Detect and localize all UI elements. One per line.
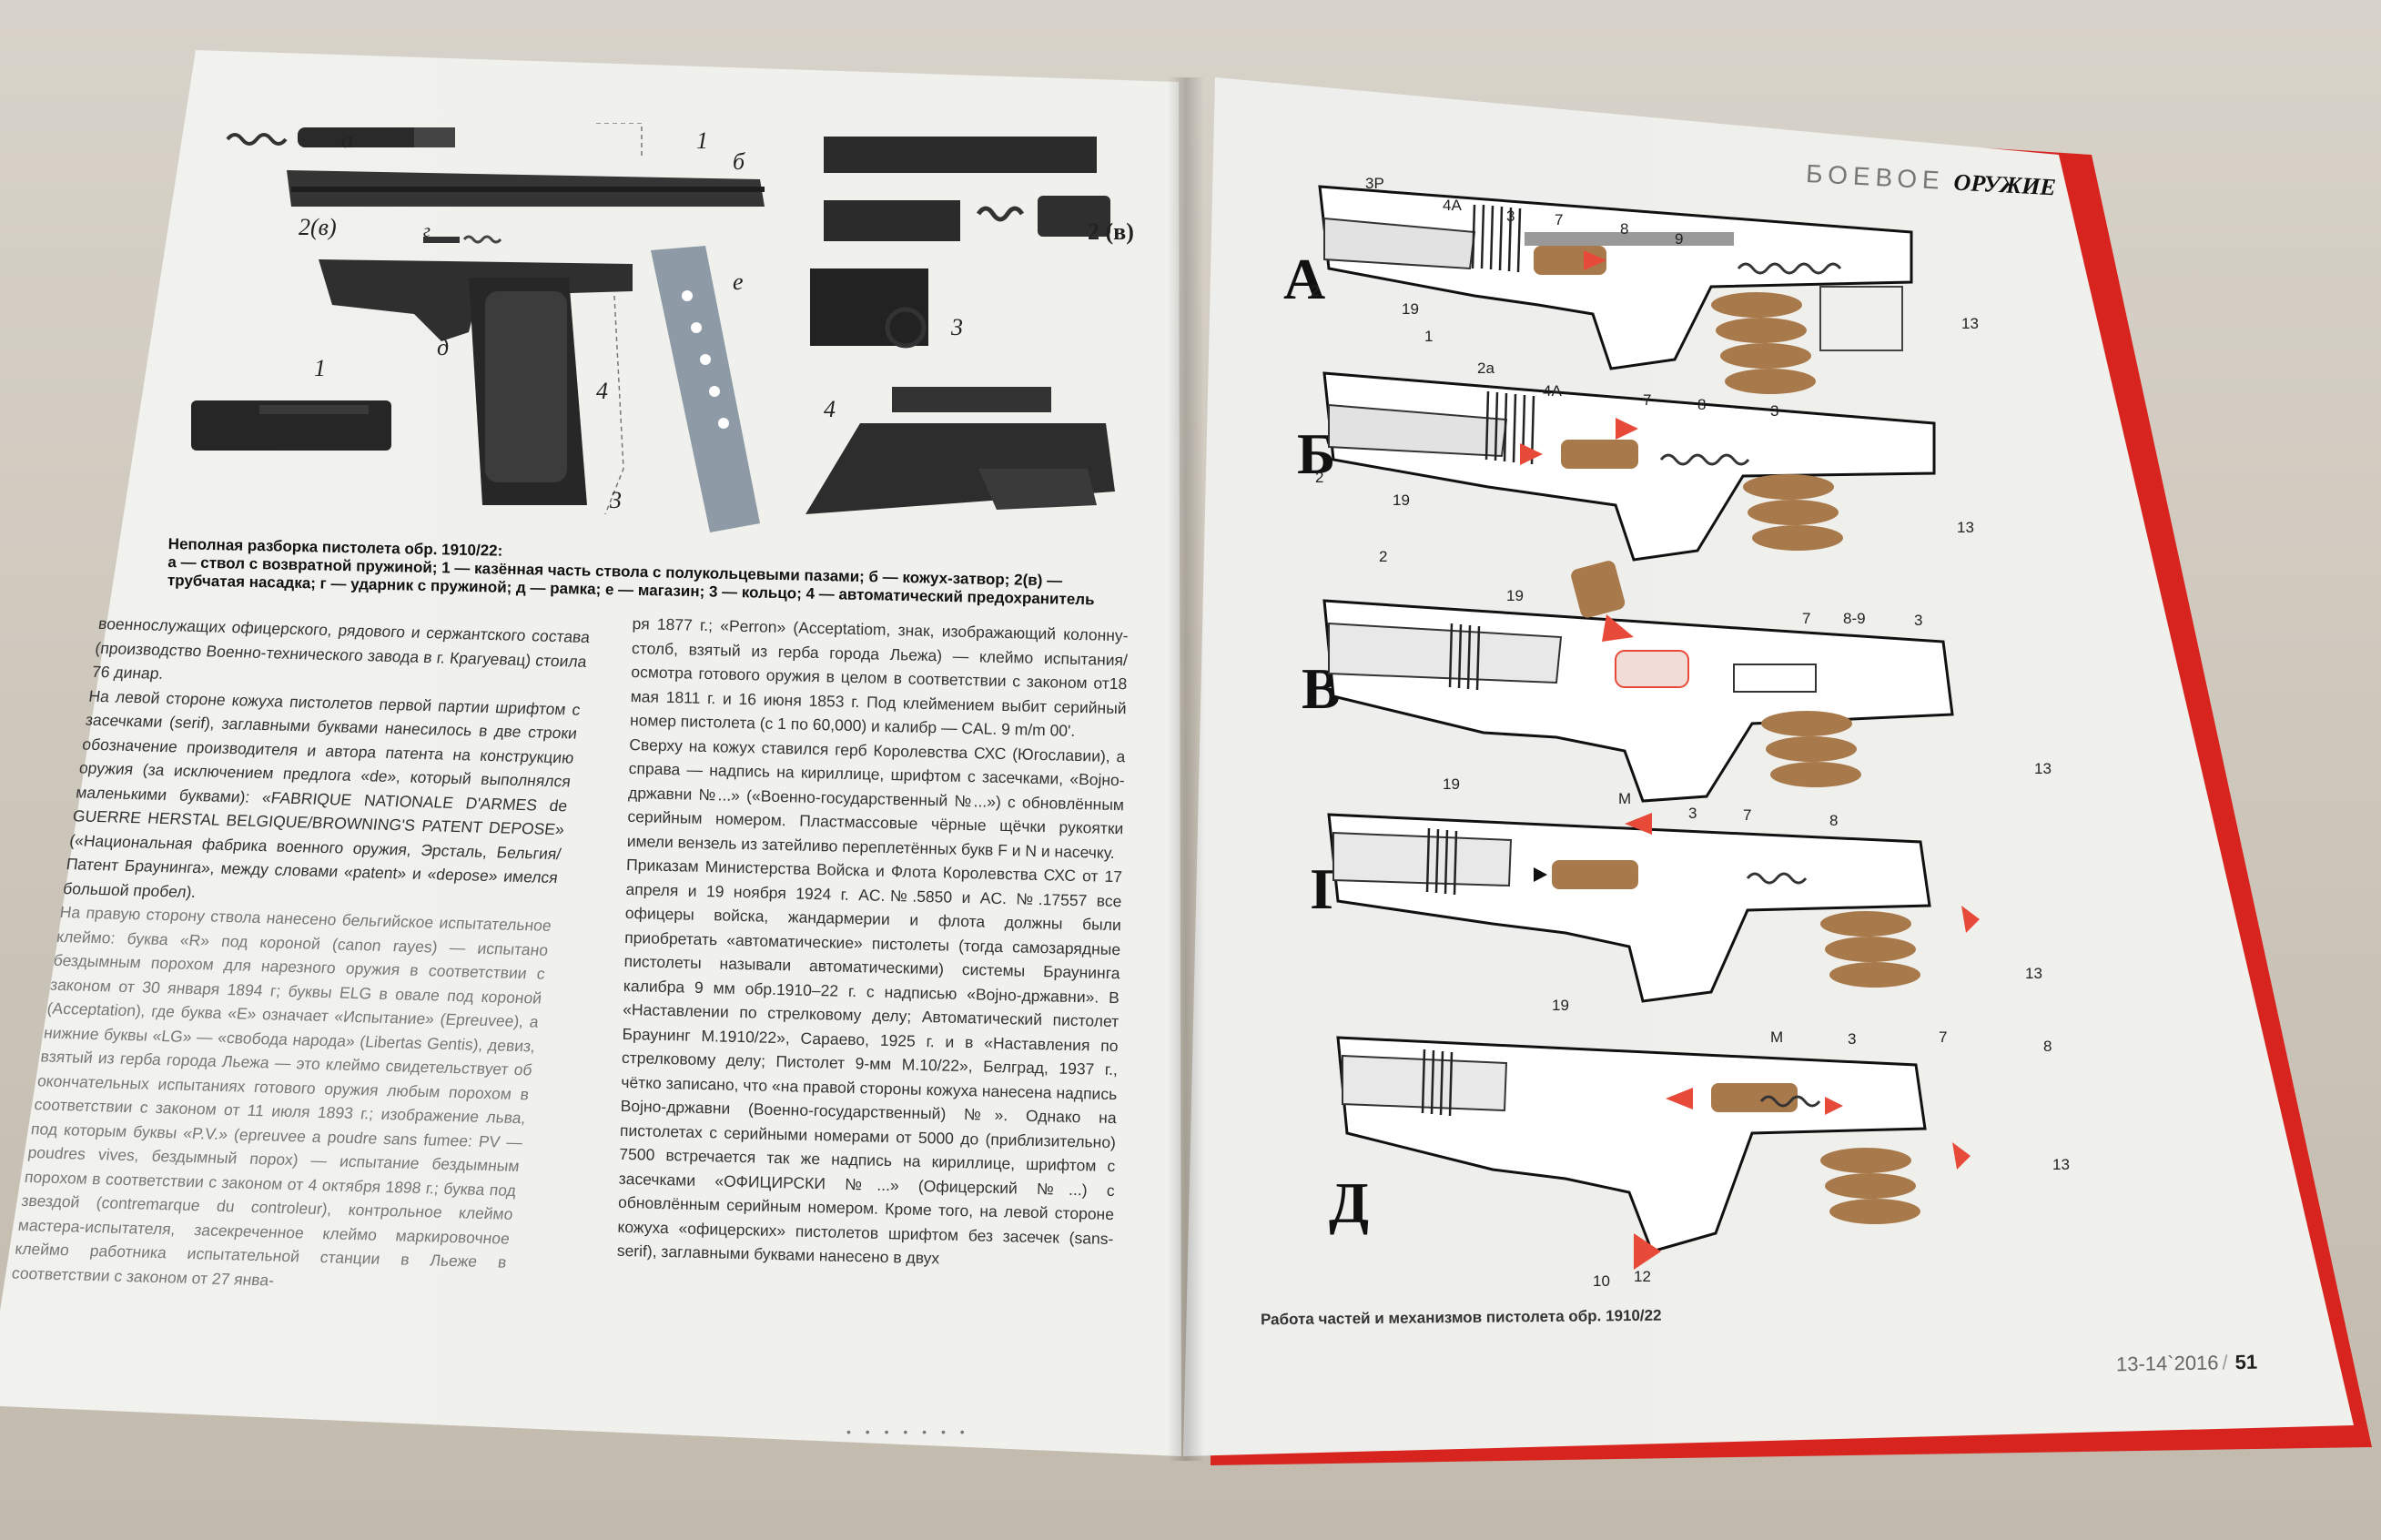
plate-label-e: е (733, 268, 744, 295)
svg-text:13: 13 (1957, 519, 1974, 536)
plate-label-4: 4 (596, 378, 608, 404)
column-1-paragraph: На правую сторону ствола нанесено бельги… (10, 902, 553, 1290)
gutter-shadow (1168, 77, 1204, 1461)
plate-label-a: а (341, 127, 353, 153)
column-2-paragraph: Сверху на кожух ставился герб Королевств… (626, 735, 1126, 862)
svg-text:12: 12 (1634, 1268, 1651, 1285)
svg-text:13: 13 (2052, 1156, 2070, 1173)
pistol-cutaway-v: 2 19 7 8-9 3 13 (1322, 548, 2052, 803)
svg-text:19: 19 (1393, 491, 1410, 509)
disassembly-photo (191, 123, 1115, 532)
issue-label: 13-14`2016 (2115, 1351, 2219, 1376)
svg-text:7: 7 (1802, 610, 1810, 627)
plate-label-d: д (437, 334, 450, 360)
svg-text:М: М (1618, 790, 1631, 807)
svg-text:10: 10 (1593, 1272, 1610, 1290)
svg-text:7: 7 (1643, 391, 1651, 409)
plate-label-g: г (423, 221, 431, 241)
svg-text:3: 3 (1506, 208, 1515, 225)
column-2-paragraph: ря 1877 г.; «Perron» (Acceptatiom, знак,… (629, 613, 1129, 740)
plate-label-1-bottom: 1 (314, 355, 326, 381)
plate-label-3-right: 3 (951, 314, 963, 340)
svg-text:4А: 4А (1443, 197, 1462, 214)
svg-text:7: 7 (1743, 806, 1751, 824)
diagram-letter-a: А (1283, 247, 1326, 311)
svg-text:8: 8 (1620, 220, 1628, 238)
page-footer-right: 13-14`2016/51 (2115, 1350, 2258, 1376)
pistol-cutaway-g: 19М 3 7 8 13 (1327, 775, 2042, 1003)
svg-text:4А: 4А (1543, 382, 1562, 400)
svg-text:9: 9 (1675, 230, 1683, 248)
svg-text:8: 8 (1829, 812, 1838, 829)
svg-text:13: 13 (1961, 315, 1979, 332)
text-column-1: военнослужащих офицерского, рядового и с… (10, 612, 592, 1299)
plate-label-2v: 2(в) (299, 214, 337, 240)
svg-text:19: 19 (1402, 300, 1419, 318)
gutter-dots: • • • • • • • (846, 1424, 970, 1439)
column-1-paragraph: На левой стороне кожуха пистолетов перво… (62, 686, 582, 901)
svg-text:8: 8 (1697, 396, 1706, 413)
svg-text:3Р: 3Р (1365, 175, 1384, 192)
svg-text:2: 2 (1379, 548, 1387, 565)
plate-label-4-right: 4 (824, 396, 836, 422)
svg-text:13: 13 (2034, 760, 2052, 777)
disassembly-photo-plate: а 1 б 2(в) г е д 1 4 3 2 (в) 3 4 (177, 123, 1147, 532)
svg-text:19: 19 (1443, 775, 1460, 793)
pistol-cutaway-a: 3Р 4А 3 7 8 9 2 19 1 2а 13 (1311, 175, 1979, 394)
svg-text:7: 7 (1939, 1028, 1947, 1046)
diagram-letter-d: Д (1329, 1170, 1370, 1235)
svg-text:2а: 2а (1477, 360, 1494, 377)
plate-label-3: 3 (610, 487, 622, 513)
column-1-paragraph: военнослужащих офицерского, рядового и с… (90, 613, 592, 683)
pistol-cutaway-b: 4А 7 8 3 2 19 13 (1315, 371, 1974, 562)
svg-text:8: 8 (2043, 1038, 2052, 1055)
text-column-2: ря 1877 г.; «Perron» (Acceptatiom, знак,… (617, 612, 1129, 1275)
svg-text:19: 19 (1552, 997, 1569, 1014)
svg-text:3: 3 (1688, 805, 1697, 822)
plate-label-1: 1 (696, 127, 708, 154)
svg-text:2: 2 (1315, 469, 1323, 486)
svg-text:3: 3 (1914, 612, 1922, 629)
column-2-paragraph: Приказам Министерства Войска и Флота Кор… (616, 855, 1123, 1268)
svg-text:19: 19 (1506, 587, 1524, 604)
svg-text:3: 3 (1848, 1030, 1856, 1048)
pistol-cutaway-d: 19М 3 7 8 13 10 12 (1336, 997, 2070, 1290)
svg-text:М: М (1770, 1028, 1783, 1046)
svg-text:8-9: 8-9 (1843, 610, 1866, 627)
svg-text:7: 7 (1555, 211, 1563, 228)
plate-label-2v-right: 2 (в) (1088, 218, 1134, 245)
plate-label-b: б (733, 148, 745, 175)
svg-text:1: 1 (1424, 328, 1433, 345)
svg-text:3: 3 (1770, 402, 1778, 420)
svg-text:13: 13 (2025, 965, 2042, 982)
svg-text:2: 2 (1311, 282, 1319, 299)
page-number: 51 (2234, 1350, 2258, 1374)
